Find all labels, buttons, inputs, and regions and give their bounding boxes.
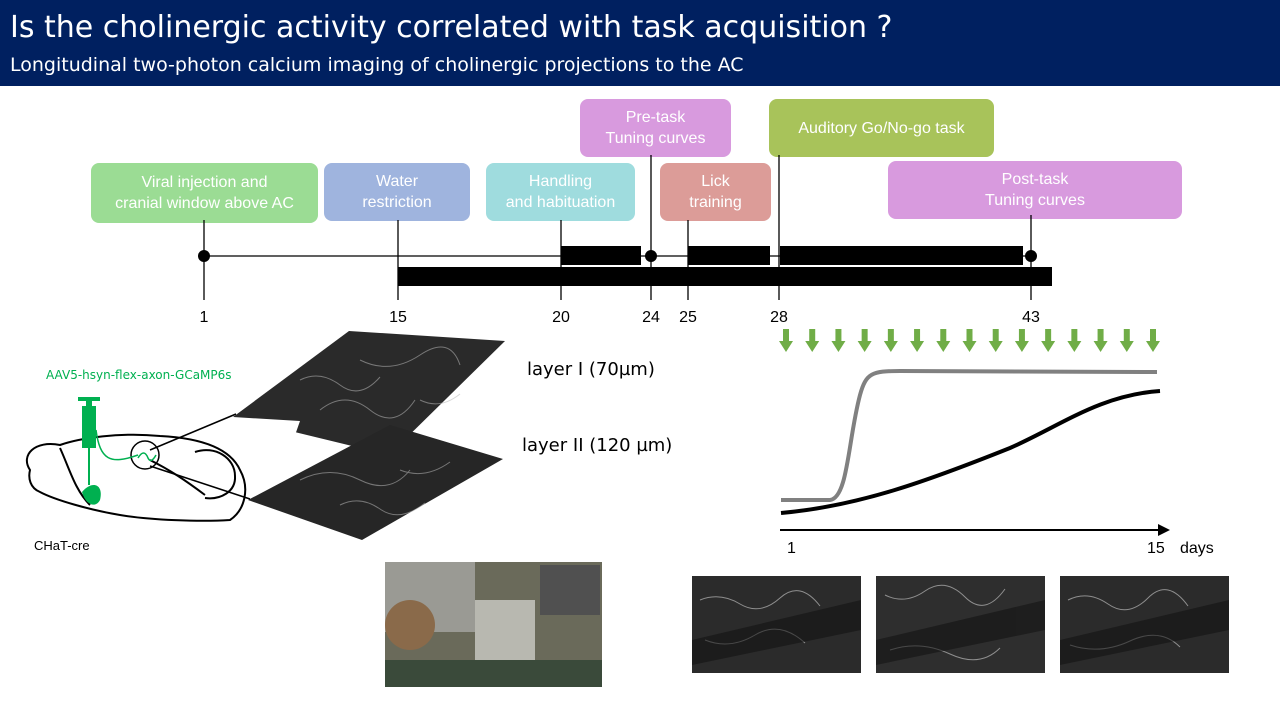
phase-label: Auditory Go/No-go task [798, 119, 965, 137]
black-learning-curve [780, 389, 1161, 515]
phase-box-pre-task-tuning: Pre-task Tuning curves [580, 99, 731, 157]
syringe-plunger [78, 397, 100, 401]
virus-label: AAV5-hsyn-flex-axon-GCaMP6s [46, 368, 232, 382]
imaging-dot-day1 [198, 250, 210, 262]
phase-box-post-task-tuning: Post-task Tuning curves [888, 161, 1182, 219]
projection-line [149, 413, 237, 451]
session-arrow [1093, 329, 1108, 352]
task-period-bar [780, 246, 1023, 265]
phase-box-go-nogo-task: Auditory Go/No-go task [769, 99, 994, 157]
phase-label: and habituation [505, 194, 616, 211]
phase-label: Lick [701, 173, 730, 190]
photo-wheel [385, 600, 435, 650]
day-label-1: 1 [199, 309, 209, 326]
plot-x-unit: days [1180, 540, 1214, 557]
session-arrow [1067, 329, 1082, 352]
photo-objective [540, 565, 600, 615]
photo-base [385, 660, 602, 687]
phase-label: Water [375, 173, 419, 190]
phase-label: cranial window above AC [115, 195, 294, 212]
slide-title: Is the cholinergic activity correlated w… [10, 10, 893, 45]
phase-label: Post-task [1001, 171, 1069, 188]
phase-label: Handling [528, 173, 593, 190]
phase-box-viral-injection: Viral injection and cranial window above… [91, 163, 318, 223]
session-arrow [779, 329, 793, 352]
plot-x-end: 15 [1147, 540, 1165, 557]
phase-box-handling: Handling and habituation [486, 163, 635, 221]
fov-dark-bands [692, 600, 1229, 665]
day-label-25: 25 [679, 309, 697, 326]
phase-label: Pre-task [625, 109, 686, 126]
session-arrows [779, 329, 1160, 352]
imaging-dot-day43 [1025, 250, 1037, 262]
phase-box-lick-training: Lick training [660, 163, 771, 221]
phase-box-water-restriction: Water restriction [324, 163, 470, 221]
day-label-43: 43 [1022, 309, 1040, 326]
session-arrow [883, 329, 898, 352]
title-bar: Is the cholinergic activity correlated w… [0, 0, 1280, 86]
axon-texture [299, 346, 461, 516]
day-label-24: 24 [642, 309, 660, 326]
layer2-label: layer II (120 µm) [522, 435, 673, 456]
days-axis-arrowhead [1158, 524, 1170, 536]
layer2-image-plane [248, 425, 503, 540]
syringe-body [82, 406, 96, 448]
plane-cutout [233, 417, 300, 500]
session-arrow [831, 329, 846, 352]
session-arrow [1014, 329, 1029, 352]
phase-label: restriction [362, 194, 432, 211]
phase-label: Viral injection and [141, 174, 268, 191]
auditory-cortex-marker [130, 440, 160, 470]
cholinergic-projection [95, 429, 139, 461]
session-arrow [910, 329, 925, 352]
session-arrow [988, 329, 1003, 352]
phase-label: Tuning curves [985, 192, 1085, 209]
gray-learning-curve [781, 368, 1158, 502]
layer1-image-plane [233, 331, 505, 455]
day-label-28: 28 [770, 309, 788, 326]
plot-x-start: 1 [787, 540, 796, 557]
session-arrow [962, 329, 977, 352]
imaging-dot-day24 [645, 250, 657, 262]
axon-trace [137, 452, 157, 462]
session-arrow [1119, 329, 1134, 352]
slide-subtitle: Longitudinal two-photon calcium imaging … [10, 54, 744, 76]
session-arrow [857, 329, 872, 352]
session-arrow [936, 329, 951, 352]
session-arrow [805, 329, 820, 352]
projection-line [149, 465, 251, 500]
session-arrow [1041, 329, 1056, 352]
syringe-stem [86, 400, 92, 408]
basal-forebrain-target [82, 485, 101, 505]
phase-label: Tuning curves [605, 130, 706, 147]
mouse-line-label: CHaT-cre [34, 538, 90, 553]
mouse-brain-drawing [25, 433, 247, 522]
water-restriction-bar [398, 267, 1052, 286]
day-label-20: 20 [552, 309, 570, 326]
lick-training-bar [688, 246, 770, 265]
phase-label: training [689, 194, 742, 211]
session-arrow [1146, 329, 1160, 352]
day-label-15: 15 [389, 309, 407, 326]
layer1-label: layer I (70µm) [527, 359, 655, 380]
handling-period-bar [561, 246, 641, 265]
